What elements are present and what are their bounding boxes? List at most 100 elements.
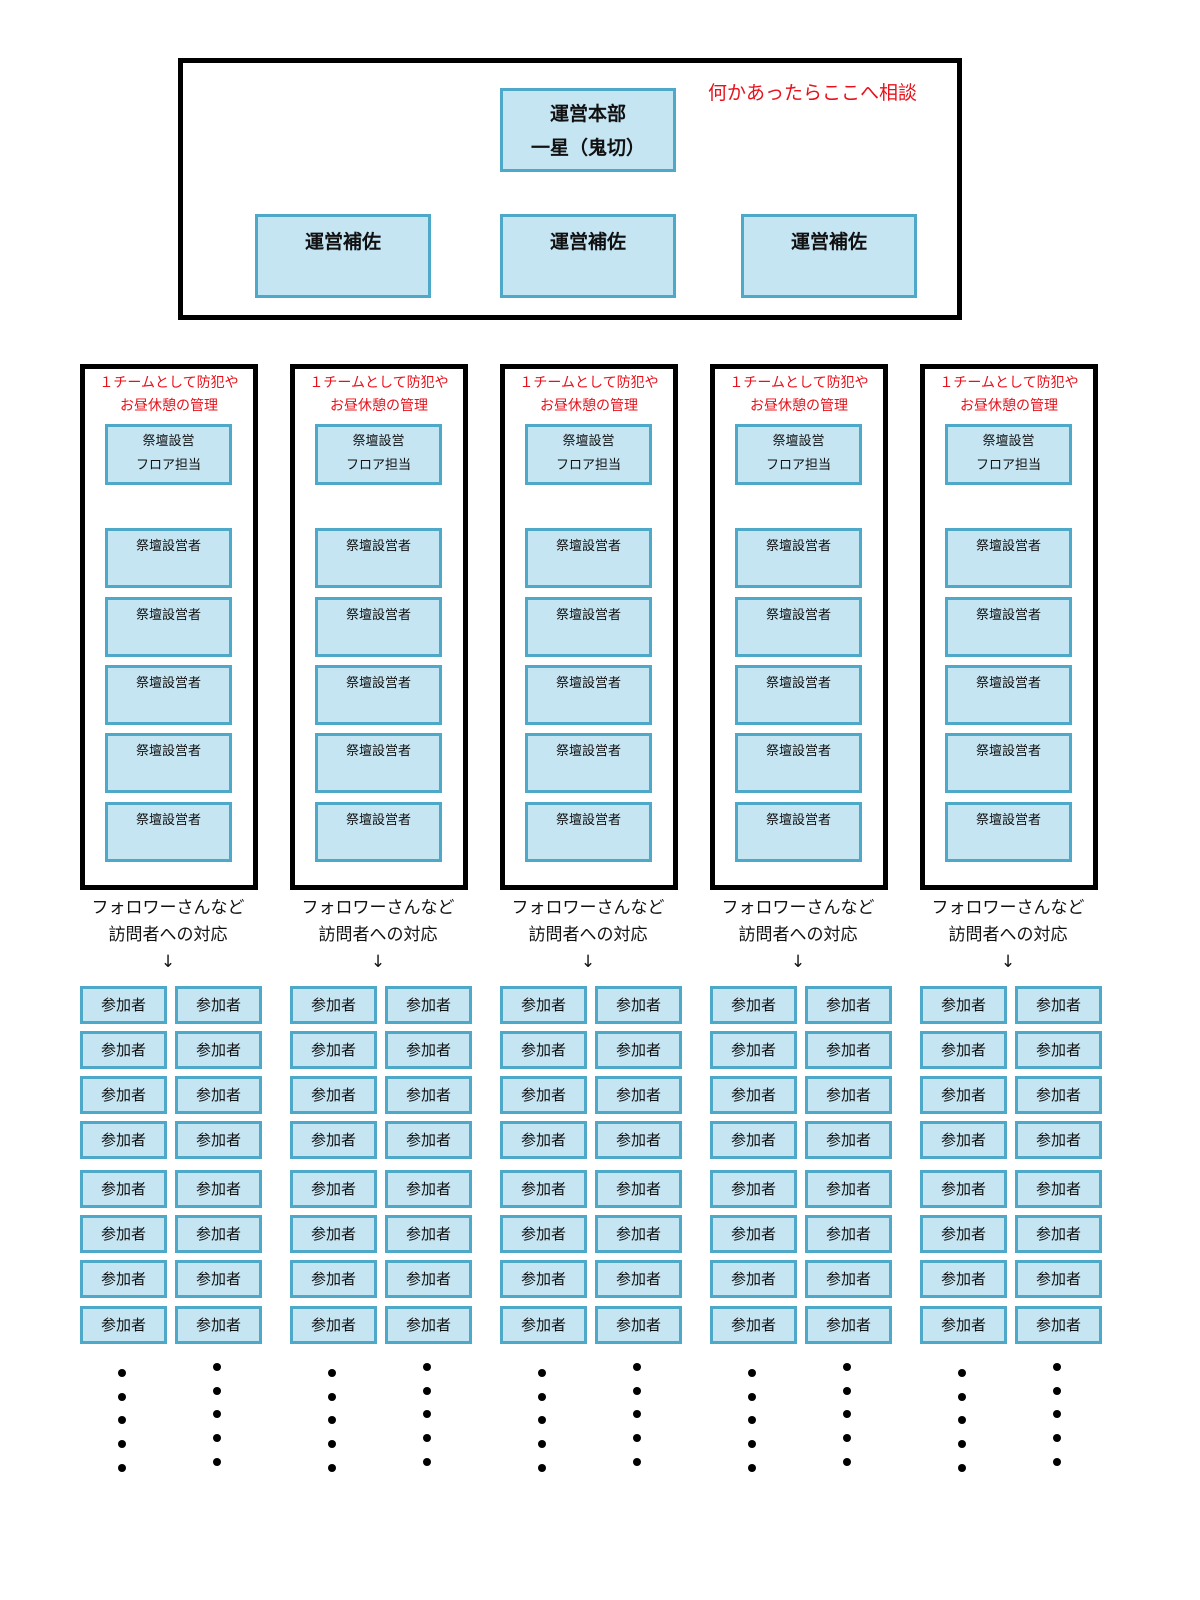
floor-lead-line: フロア担当	[555, 458, 621, 473]
visitor-handling-note: フォロワーさんなど訪問者への対応↓	[478, 895, 698, 976]
ellipsis-dot-icon	[748, 1463, 756, 1472]
participant-box: 参加者	[1015, 1031, 1102, 1069]
down-arrow-icon: ↓	[160, 952, 176, 972]
participant-box: 参加者	[1015, 1306, 1102, 1344]
participant-box: 参加者	[805, 1215, 892, 1253]
participant-box: 参加者	[595, 1031, 682, 1069]
ellipsis-dot-icon	[958, 1463, 966, 1472]
altar-setup-member-box: 祭壇設営者	[105, 597, 232, 657]
ellipsis-dot-icon	[843, 1434, 851, 1443]
team-note-line: １チームとして防犯や	[309, 375, 449, 391]
participant-box: 参加者	[290, 1031, 377, 1069]
participant-box: 参加者	[385, 1260, 472, 1298]
ellipsis-dot-icon	[213, 1457, 221, 1466]
participant-box: 参加者	[1015, 1170, 1102, 1208]
altar-setup-member-box: 祭壇設営者	[945, 665, 1072, 725]
ellipsis-dot-icon	[633, 1386, 641, 1395]
floor-lead-line: フロア担当	[345, 458, 411, 473]
team-note-line: １チームとして防犯や	[939, 375, 1079, 391]
participant-box: 参加者	[920, 1076, 1007, 1114]
participant-box: 参加者	[920, 1260, 1007, 1298]
hq-name: 一星（鬼切）	[530, 137, 645, 159]
participant-box: 参加者	[920, 1031, 1007, 1069]
team-note-line: お昼休憩の管理	[540, 398, 638, 414]
ellipsis-dot-icon	[748, 1440, 756, 1449]
ellipsis-dot-icon	[538, 1416, 546, 1425]
ellipsis-dot-icon	[538, 1392, 546, 1401]
participant-box: 参加者	[175, 1260, 262, 1298]
visitor-handling-note: フォロワーさんなど訪問者への対応↓	[898, 895, 1118, 976]
participant-box: 参加者	[385, 1121, 472, 1159]
participant-box: 参加者	[805, 1076, 892, 1114]
participant-box: 参加者	[920, 1215, 1007, 1253]
ellipsis-dot-icon	[1053, 1410, 1061, 1419]
team-note-line: １チームとして防犯や	[99, 375, 239, 391]
team-note: １チームとして防犯やお昼休憩の管理	[920, 372, 1098, 418]
participant-box: 参加者	[805, 986, 892, 1024]
participant-box: 参加者	[595, 1121, 682, 1159]
participant-box: 参加者	[175, 1215, 262, 1253]
floor-lead-box: 祭壇設営フロア担当	[315, 424, 442, 485]
ellipsis-dot-icon	[213, 1410, 221, 1419]
participant-box: 参加者	[500, 1076, 587, 1114]
down-arrow-icon: ↓	[790, 952, 806, 972]
participant-box: 参加者	[500, 1260, 587, 1298]
ellipsis-dot-icon	[328, 1463, 336, 1472]
participant-box: 参加者	[710, 986, 797, 1024]
ellipsis-dot-icon	[958, 1369, 966, 1377]
participant-box: 参加者	[920, 986, 1007, 1024]
participant-box: 参加者	[290, 1306, 377, 1344]
altar-setup-member-box: 祭壇設営者	[105, 733, 232, 793]
participant-box: 参加者	[80, 1076, 167, 1114]
participant-box: 参加者	[500, 1215, 587, 1253]
team-note-line: お昼休憩の管理	[330, 398, 428, 414]
participant-box: 参加者	[175, 1306, 262, 1344]
visitor-note-line: フォロワーさんなど	[91, 898, 245, 918]
participant-box: 参加者	[500, 1170, 587, 1208]
ellipsis-dot-icon	[328, 1440, 336, 1449]
participant-box: 参加者	[805, 1031, 892, 1069]
team-note-line: １チームとして防犯や	[729, 375, 869, 391]
team-note: １チームとして防犯やお昼休憩の管理	[500, 372, 678, 418]
altar-setup-member-box: 祭壇設営者	[525, 597, 652, 657]
floor-lead-line: 祭壇設営	[562, 434, 615, 449]
participant-box: 参加者	[175, 1031, 262, 1069]
altar-setup-member-box: 祭壇設営者	[525, 665, 652, 725]
ellipsis-dot-icon	[633, 1457, 641, 1466]
participant-box: 参加者	[290, 1260, 377, 1298]
altar-setup-member-box: 祭壇設営者	[735, 665, 862, 725]
ellipsis-dot-icon	[423, 1386, 431, 1395]
floor-lead-line: 祭壇設営	[352, 434, 405, 449]
ellipsis-dot-icon	[1053, 1363, 1061, 1371]
floor-lead-box: 祭壇設営フロア担当	[735, 424, 862, 485]
altar-setup-member-box: 祭壇設営者	[525, 528, 652, 588]
participant-box: 参加者	[920, 1306, 1007, 1344]
consult-note: 何かあったらここへ相談	[708, 82, 918, 104]
visitor-note-line: 訪問者への対応	[528, 925, 648, 945]
altar-setup-member-box: 祭壇設営者	[945, 597, 1072, 657]
participant-box: 参加者	[595, 1306, 682, 1344]
participant-box: 参加者	[290, 1215, 377, 1253]
altar-setup-member-box: 祭壇設営者	[735, 528, 862, 588]
team-note: １チームとして防犯やお昼休憩の管理	[80, 372, 258, 418]
visitor-note-line: 訪問者への対応	[738, 925, 858, 945]
floor-lead-line: 祭壇設営	[142, 434, 195, 449]
participant-box: 参加者	[500, 1121, 587, 1159]
participant-box: 参加者	[710, 1215, 797, 1253]
floor-lead-box: 祭壇設営フロア担当	[525, 424, 652, 485]
ellipsis-dot-icon	[118, 1369, 126, 1377]
altar-setup-member-box: 祭壇設営者	[315, 597, 442, 657]
assistant-box: 運営補佐	[741, 214, 917, 298]
ellipsis-dot-icon	[328, 1392, 336, 1401]
participant-box: 参加者	[385, 1306, 472, 1344]
altar-setup-member-box: 祭壇設営者	[735, 597, 862, 657]
ellipsis-dot-icon	[423, 1457, 431, 1466]
participant-box: 参加者	[385, 1031, 472, 1069]
team-note-line: お昼休憩の管理	[960, 398, 1058, 414]
visitor-note-line: フォロワーさんなど	[931, 898, 1085, 918]
floor-lead-box: 祭壇設営フロア担当	[105, 424, 232, 485]
participant-box: 参加者	[595, 1076, 682, 1114]
ellipsis-dot-icon	[633, 1410, 641, 1419]
ellipsis-dot-icon	[1053, 1434, 1061, 1443]
ellipsis-dot-icon	[213, 1434, 221, 1443]
